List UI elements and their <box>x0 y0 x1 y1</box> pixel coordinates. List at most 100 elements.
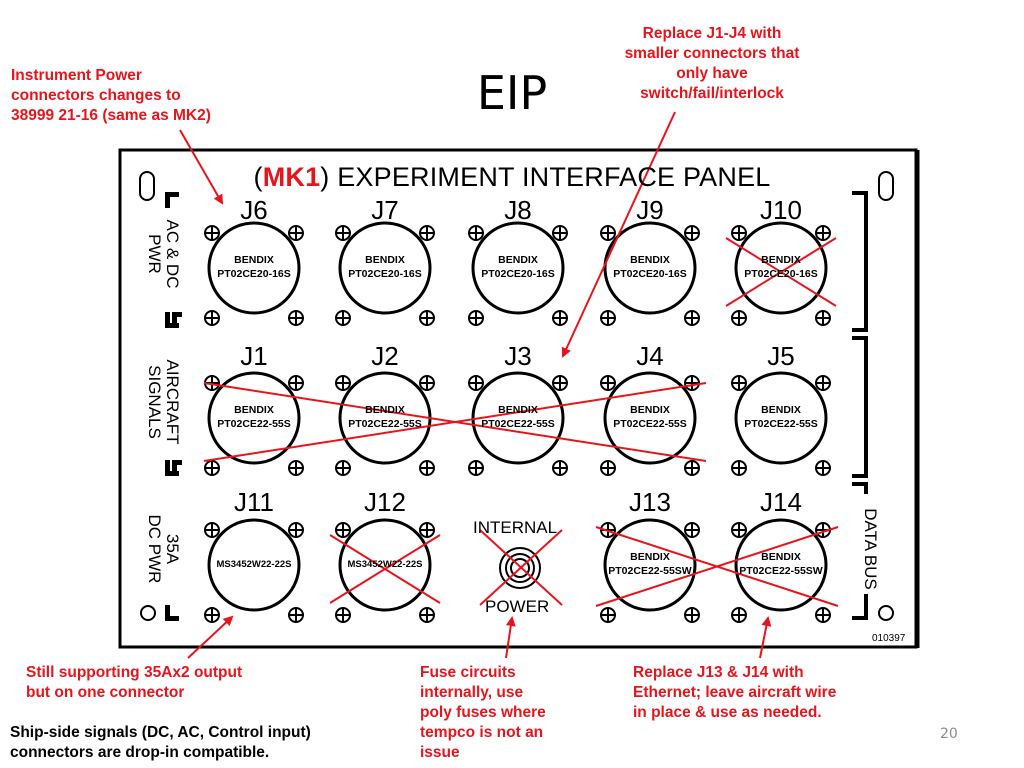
connector-j9 <box>600 221 700 326</box>
mount-screw-icon <box>335 310 351 326</box>
connector-id-j13: J13 <box>629 487 671 517</box>
mount-screw-icon <box>204 225 220 241</box>
connector-part-j12: MS3452W22-22S <box>340 558 430 572</box>
connector-id-j6: J6 <box>240 195 268 225</box>
connector-id-j9: J9 <box>636 195 664 225</box>
mount-screw-icon <box>600 375 616 391</box>
connector-part-j9: BENDIX PT02CE20-16S <box>605 253 695 281</box>
mount-screw-icon <box>204 607 220 623</box>
mount-screw-icon <box>468 375 484 391</box>
connector-brand: BENDIX <box>365 254 405 266</box>
right-brackets <box>852 191 868 620</box>
mount-screw-icon <box>600 607 616 623</box>
power-label: POWER <box>485 597 550 616</box>
connector-brand: BENDIX <box>498 254 538 266</box>
connector-id-j4: J4 <box>636 341 664 371</box>
mount-screw-icon <box>288 607 304 623</box>
mount-screw-icon <box>731 225 747 241</box>
connector-j6 <box>204 221 304 326</box>
connector-part-number: MS3452W22-22S <box>347 559 423 570</box>
connector-part-number: PT02CE20-16S <box>613 268 687 280</box>
mount-screw-icon <box>815 460 831 476</box>
mount-screw-icon <box>468 225 484 241</box>
annotation-replace-j1-j4: Replace J1-J4 with smaller connectors th… <box>624 25 800 102</box>
left-brackets <box>165 192 182 621</box>
panel-serial-number: 010397 <box>872 633 906 644</box>
mount-screw-icon <box>335 607 351 623</box>
mount-screw-icon <box>468 310 484 326</box>
connector-brand: BENDIX <box>630 254 670 266</box>
connector-part-j1: BENDIX PT02CE22-55S <box>209 403 299 431</box>
connector-brand: BENDIX <box>630 551 670 563</box>
mount-screw-icon <box>684 375 700 391</box>
annotation-instrument-power: Instrument Power connectors changes to 3… <box>11 67 211 124</box>
connector-id-j7: J7 <box>371 195 399 225</box>
mount-hole-bottom-right <box>878 605 894 621</box>
j1-j4-cross <box>203 382 707 462</box>
connector-part-j6: BENDIX PT02CE20-16S <box>209 253 299 281</box>
mount-screw-icon <box>204 460 220 476</box>
connector-j11 <box>204 518 304 623</box>
mount-screw-icon <box>468 460 484 476</box>
mount-screw-icon <box>731 310 747 326</box>
j13-j14-cross <box>595 526 839 607</box>
connector-part-number: PT02CE22-55S <box>217 418 291 430</box>
mount-screw-icon <box>600 310 616 326</box>
connector-id-j5: J5 <box>767 341 795 371</box>
annotation-ship-side: Ship-side signals (DC, AC, Control input… <box>10 724 311 761</box>
mount-screw-icon <box>552 460 568 476</box>
mount-screw-icon <box>204 522 220 538</box>
connector-brand: BENDIX <box>365 404 405 416</box>
connector-j3 <box>468 371 568 476</box>
connector-j1 <box>204 371 304 476</box>
mount-screw-icon <box>204 310 220 326</box>
mount-screw-icon <box>815 225 831 241</box>
mount-screw-icon <box>288 310 304 326</box>
connector-brand: BENDIX <box>234 404 274 416</box>
mount-screw-icon <box>419 375 435 391</box>
mount-screw-icon <box>600 460 616 476</box>
mount-screw-icon <box>731 607 747 623</box>
arrow-replace-j1-j4 <box>561 111 676 358</box>
panel-title: (MK1) EXPERIMENT INTERFACE PANEL <box>0 162 1024 193</box>
panel-title-close: ) <box>320 162 330 192</box>
mount-screw-icon <box>419 522 435 538</box>
mount-screw-icon <box>815 607 831 623</box>
panel-title-open: ( <box>253 162 263 192</box>
mount-screw-icon <box>815 375 831 391</box>
connector-brand: BENDIX <box>761 254 801 266</box>
mount-screw-icon <box>552 310 568 326</box>
connector-id-j11: J11 <box>234 487 274 517</box>
connector-j10 <box>725 221 837 326</box>
connector-j12 <box>329 518 441 623</box>
mount-screw-icon <box>335 522 351 538</box>
connector-id-j14: J14 <box>760 487 802 517</box>
annotation-fuse-circuits: Fuse circuits internally, use poly fuses… <box>420 664 546 761</box>
mount-screw-icon <box>419 607 435 623</box>
connector-brand: BENDIX <box>234 254 274 266</box>
connector-j13 <box>600 518 700 623</box>
connector-part-number: PT02CE20-16S <box>481 268 555 280</box>
connector-part-number: PT02CE20-16S <box>217 268 291 280</box>
connector-part-number: PT02CE22-55S <box>481 418 555 430</box>
mount-screw-icon <box>419 225 435 241</box>
side-label-data-bus: DATA BUS <box>861 508 880 590</box>
connector-id-j2: J2 <box>371 341 399 371</box>
mount-screw-icon <box>288 225 304 241</box>
connector-part-j8: BENDIX PT02CE20-16S <box>473 253 563 281</box>
connector-id-j10: J10 <box>760 195 802 225</box>
mount-screw-icon <box>335 375 351 391</box>
connector-part-number: PT02CE22-55SW <box>739 565 823 577</box>
connector-part-number: PT02CE20-16S <box>744 268 818 280</box>
mount-screw-icon <box>288 375 304 391</box>
annotation-still-supporting: Still supporting 35Ax2 output but on one… <box>26 664 243 701</box>
slide-title: EIP <box>476 66 548 120</box>
connector-part-number: PT02CE22-55S <box>613 418 687 430</box>
mount-screw-icon <box>684 225 700 241</box>
connector-j5 <box>731 371 831 476</box>
